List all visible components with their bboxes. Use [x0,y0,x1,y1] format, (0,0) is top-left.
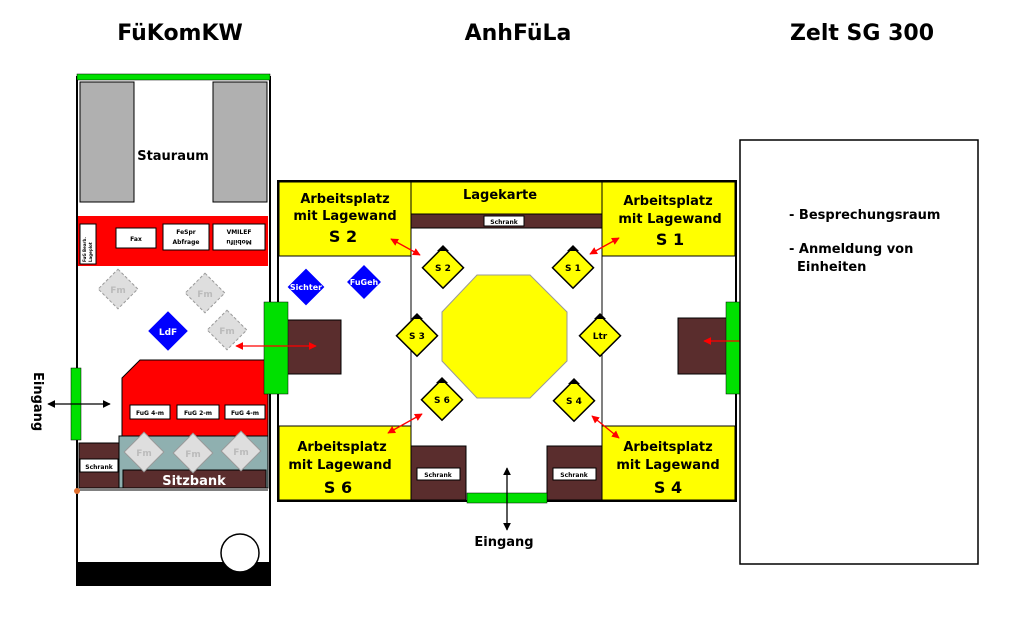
marker-s6: S 6 [420,377,464,422]
title-anhfula: AnhFüLa [465,21,572,46]
label-fm: Fm [219,327,235,337]
label-ldf: LdF [159,328,177,338]
s1-line2: mit Lagewand [618,212,721,227]
s2-code: S 2 [329,227,357,246]
label-fm: Fm [185,450,201,460]
label-eingang-vehicle: Eingang [30,372,45,431]
label-sitzbank: Sitzbank [162,474,226,489]
zelt-item-2a: - Anmeldung von [789,242,913,257]
label-sichter: Sichter [290,283,322,292]
side-label-1: FuG Bearb. [82,237,87,262]
s2-line2: mit Lagewand [293,209,396,224]
label-schrank-bl: Schrank [424,472,452,479]
side-panel [79,223,97,265]
label-m-s3: S 3 [409,332,425,342]
label-lagekarte: Lagekarte [463,188,537,203]
workstation-s6 [278,425,412,501]
fax-device [115,227,157,249]
label-m-s1: S 1 [565,264,581,274]
label-m-s4: S 4 [566,397,582,407]
label-mobilfunk-sub: Mobilfu [226,238,251,245]
label-fm: Fm [110,286,126,296]
label-fax: Fax [130,236,142,243]
label-m-s6: S 6 [434,396,450,406]
storage-right [212,81,268,203]
marker-s2: S 2 [421,245,465,290]
storage-left [79,81,135,203]
side-label-2: Lageplot [88,242,93,262]
fm-chair-6: Fm [220,430,262,472]
label-fespr-2: Abfrage [173,239,200,246]
s6-line2: mit Lagewand [288,458,391,473]
steering-wheel [220,533,260,573]
label-schrank-br: Schrank [560,472,588,479]
trailer-anhfula: Arbeitsplatz mit Lagewand S 2 Lagekarte … [235,180,777,550]
fug-device-1 [129,404,171,420]
s2-line1: Arbeitsplatz [300,192,389,207]
s4-code: S 4 [654,478,682,497]
fm-chair-2: Fm [184,272,226,314]
label-m-ltr: Ltr [593,332,608,342]
vehicle-fuekomkw: Stauraum FuG Bearb. Lageplot Fax FeSpr A… [30,73,271,586]
lagekarte-area [410,181,603,215]
door-left [263,301,289,395]
workstation-s1 [601,181,736,257]
cab-front [78,562,269,585]
ldf-seat: LdF [145,308,191,354]
zelt-item-2b: Einheiten [797,260,866,275]
fug-device-2 [176,404,220,420]
vehicle-rear-door [76,73,271,81]
label-mobilfunk: VMILEF [227,229,252,236]
label-schrank: Schrank [85,464,113,471]
fm-chair-1: Fm [97,268,139,310]
radio-desk [121,359,269,439]
arrow-s6 [387,413,423,434]
workstation-s4 [601,425,736,501]
label-schrank-top: Schrank [490,219,518,226]
s1-line1: Arbeitsplatz [623,194,712,209]
seat-fugeh: FuGeh [344,262,384,302]
s4-line2: mit Lagewand [616,458,719,473]
label-fm: Fm [197,290,213,300]
lage-table [441,274,568,399]
title-fuekomkw: FüKomKW [117,21,243,46]
s6-line1: Arbeitsplatz [297,440,386,455]
title-zelt: Zelt SG 300 [790,21,934,46]
passage-left [284,319,342,375]
seat-sichter: Sichter [284,265,328,309]
label-fug3: FuG 4-m [231,410,259,417]
label-fug2: FuG 2-m [184,410,212,417]
label-fugeh: FuGeh [350,278,379,287]
fm-chair-3: Fm [206,309,248,351]
marker-s4: S 4 [552,378,596,423]
zelt-item-1: - Besprechungsraum [789,208,940,223]
marker-ltr: Ltr [578,313,622,358]
arrow-s4 [591,415,620,439]
label-eingang-trailer: Eingang [474,535,533,550]
label-fespr-1: FeSpr [176,229,196,236]
label-fm: Fm [233,448,249,458]
marker-s3: S 3 [395,313,439,358]
s4-line1: Arbeitsplatz [623,440,712,455]
fespr-device [162,223,210,251]
arrow-s1 [589,237,620,255]
label-m-s2: S 2 [435,264,451,274]
label-fug1: FuG 4-m [136,410,164,417]
arrow-s2 [390,238,421,256]
label-fm: Fm [136,449,152,459]
fug-device-3 [224,404,266,420]
s6-code: S 6 [324,478,352,497]
tent-zelt: - Besprechungsraum - Anmeldung von Einhe… [739,139,979,565]
mobilfunk-device [212,223,266,251]
tent-body [739,139,979,565]
marker-s1: S 1 [551,245,595,290]
label-stauraum: Stauraum [137,149,209,164]
passage-right [677,317,731,375]
fm-chair-4: Fm [123,431,165,473]
s1-code: S 1 [656,230,684,249]
fm-chair-5: Fm [172,432,214,474]
